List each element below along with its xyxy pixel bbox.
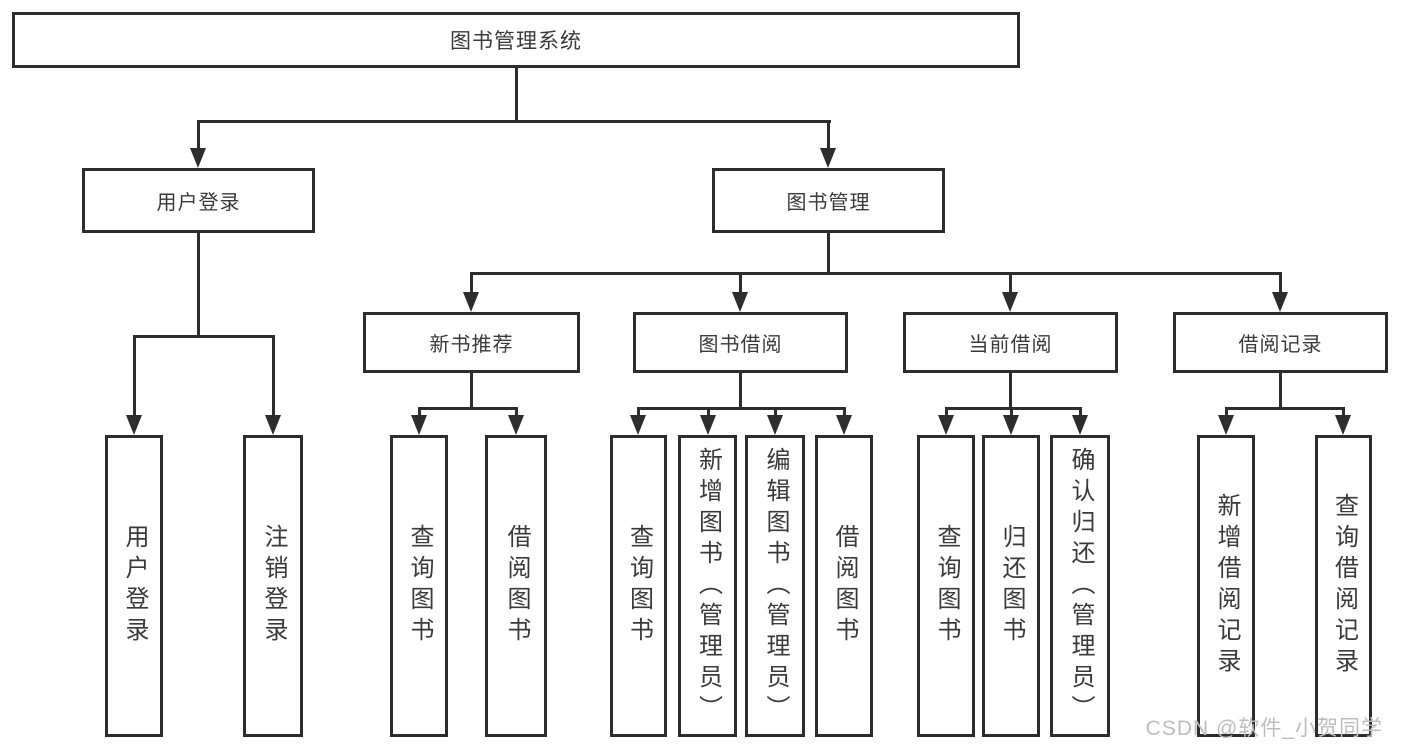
leaf-add-book: 新增图书（管理员）	[678, 435, 737, 737]
leaf-query-record-label: 查询借阅记录	[1330, 493, 1358, 679]
arrow-down-icon	[700, 415, 716, 435]
leaf-add-book-label: 新增图书（管理员）	[694, 446, 722, 726]
leaf-edit-book: 编辑图书（管理员）	[745, 435, 805, 737]
leaf-logout-label: 注销登录	[260, 524, 287, 648]
arrow-down-icon	[732, 292, 748, 312]
connector-to-leaf-borrow-book-1	[515, 407, 518, 417]
arrow-down-icon	[1272, 292, 1288, 312]
leaf-query-book-1-label: 查询图书	[406, 524, 433, 648]
leaf-add-record: 新增借阅记录	[1197, 435, 1255, 737]
arrow-down-icon	[463, 292, 479, 312]
arrow-down-icon	[1002, 292, 1018, 312]
node-borrow-record: 借阅记录	[1173, 312, 1388, 373]
connector-to-leaf-confirm-return	[1079, 407, 1082, 417]
connector-book-mgmt-bar	[470, 272, 1282, 275]
connector-to-book-borrow	[739, 272, 742, 292]
connector-borrow-record-stem	[1279, 373, 1282, 407]
connector-borrow-record-bar	[1225, 407, 1345, 410]
leaf-borrow-book-1: 借阅图书	[485, 435, 547, 737]
connector-to-leaf-query-book-1	[418, 407, 421, 417]
leaf-confirm-return: 确认归还（管理员）	[1050, 435, 1110, 737]
connector-to-leaf-add-record	[1225, 407, 1228, 417]
leaf-borrow-book-1-label: 借阅图书	[503, 524, 530, 648]
arrow-down-icon	[1003, 415, 1019, 435]
node-book-mgmt: 图书管理	[712, 168, 945, 233]
node-user-login-label: 用户登录	[156, 192, 241, 214]
csdn-watermark: CSDN @软件_小贺同学	[1145, 717, 1383, 740]
leaf-query-book-1: 查询图书	[390, 435, 448, 737]
connector-user-login-stem	[197, 233, 200, 335]
arrow-down-icon	[820, 148, 836, 168]
leaf-edit-book-label: 编辑图书（管理员）	[762, 446, 789, 726]
connector-to-leaf-query-record	[1342, 407, 1345, 417]
leaf-borrow-book-2: 借阅图书	[815, 435, 873, 737]
connector-to-leaf-user-login	[133, 335, 136, 415]
node-book-borrow-label: 图书借阅	[698, 334, 783, 356]
connector-to-leaf-edit-book	[774, 407, 777, 417]
connector-book-mgmt-stem	[827, 233, 830, 272]
connector-root-bar	[197, 120, 831, 123]
connector-to-leaf-return-book	[1010, 407, 1013, 417]
leaf-return-book: 归还图书	[982, 435, 1040, 737]
arrow-down-icon	[1335, 415, 1351, 435]
connector-to-new-book-rec	[470, 272, 473, 292]
connector-to-user-login	[197, 120, 200, 150]
leaf-query-book-3: 查询图书	[917, 435, 975, 737]
leaf-return-book-label: 归还图书	[998, 524, 1025, 648]
arrow-down-icon	[630, 415, 646, 435]
arrow-down-icon	[265, 415, 281, 435]
node-book-mgmt-label: 图书管理	[786, 192, 871, 214]
connector-to-leaf-logout	[272, 335, 275, 415]
arrow-down-icon	[411, 415, 427, 435]
node-root-label: 图书管理系统	[450, 30, 582, 53]
node-new-book-rec-label: 新书推荐	[429, 334, 514, 356]
leaf-user-login-label: 用户登录	[121, 524, 148, 648]
connector-book-borrow-bar	[637, 407, 846, 410]
connector-current-borrow-bar	[945, 407, 1082, 410]
connector-to-leaf-query-book-3	[945, 407, 948, 417]
connector-to-leaf-borrow-book-2	[843, 407, 846, 417]
arrow-down-icon	[1072, 415, 1088, 435]
connector-to-current-borrow	[1009, 272, 1012, 292]
connector-new-book-rec-bar	[418, 407, 518, 410]
node-borrow-record-label: 借阅记录	[1238, 334, 1323, 356]
arrow-down-icon	[508, 415, 524, 435]
connector-user-login-bar	[133, 335, 275, 338]
connector-current-borrow-stem	[1009, 373, 1012, 407]
arrow-down-icon	[767, 415, 783, 435]
arrow-down-icon	[190, 148, 206, 168]
node-current-borrow-label: 当前借阅	[968, 334, 1053, 356]
leaf-user-login: 用户登录	[105, 435, 163, 737]
arrow-down-icon	[1218, 415, 1234, 435]
leaf-add-record-label: 新增借阅记录	[1213, 493, 1240, 679]
arrow-down-icon	[938, 415, 954, 435]
leaf-query-book-3-label: 查询图书	[933, 524, 960, 648]
leaf-query-record: 查询借阅记录	[1315, 435, 1372, 737]
arrow-down-icon	[126, 415, 142, 435]
leaf-borrow-book-2-label: 借阅图书	[831, 524, 858, 648]
leaf-query-book-2: 查询图书	[610, 435, 667, 737]
connector-root-stem	[515, 68, 518, 120]
node-user-login: 用户登录	[82, 168, 315, 233]
arrow-down-icon	[836, 415, 852, 435]
connector-to-borrow-record	[1279, 272, 1282, 292]
connector-to-leaf-query-book-2	[637, 407, 640, 417]
node-book-borrow: 图书借阅	[633, 312, 848, 373]
node-new-book-rec: 新书推荐	[363, 312, 580, 373]
connector-new-book-rec-stem	[470, 373, 473, 407]
leaf-query-book-2-label: 查询图书	[625, 524, 653, 648]
connector-to-leaf-add-book	[707, 407, 710, 417]
connector-to-book-mgmt	[827, 120, 830, 150]
connector-book-borrow-stem	[739, 373, 742, 407]
leaf-logout: 注销登录	[243, 435, 303, 737]
node-current-borrow: 当前借阅	[903, 312, 1118, 373]
node-root: 图书管理系统	[12, 12, 1020, 68]
leaf-confirm-return-label: 确认归还（管理员）	[1067, 446, 1094, 726]
